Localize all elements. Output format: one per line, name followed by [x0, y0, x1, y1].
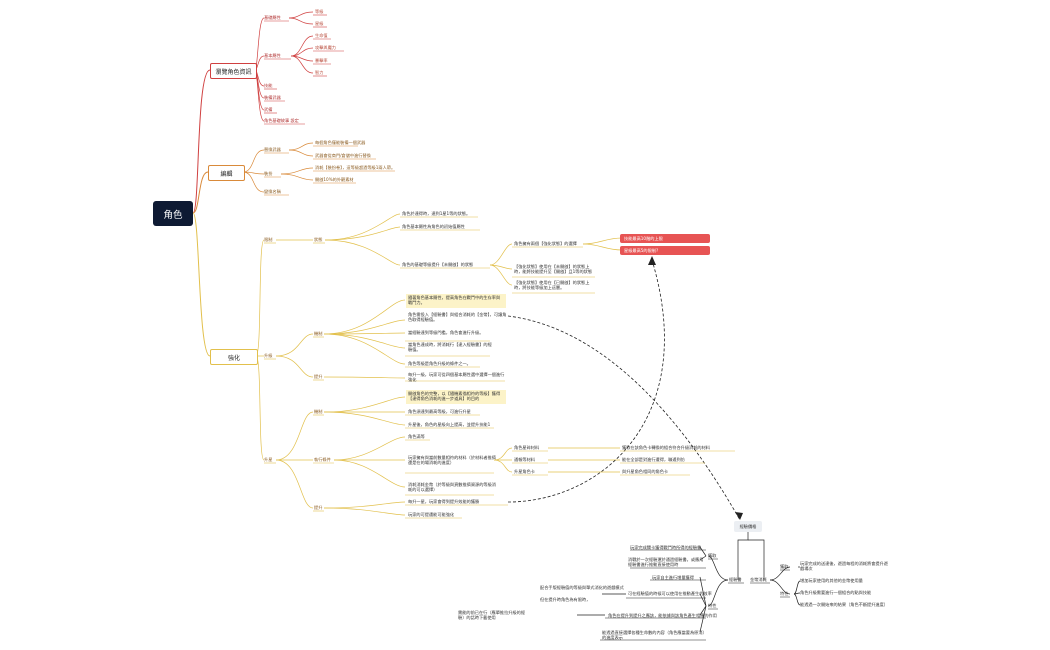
node-exp-feat-2[interactable]: 可在經驗值的時候可以使用在推動產生的效率 — [628, 591, 712, 596]
node-exec-1[interactable]: 角色滿等 — [408, 434, 425, 439]
node-star-up-1[interactable]: 每升一星，玩家會得到提升效能的獲勝 — [408, 499, 480, 504]
node-exp-gain[interactable]: 獲取 — [708, 553, 717, 558]
node-lv-mech-4[interactable]: 當角色達成時，將消耗行【達入經驗書】的經驗值。 — [408, 342, 492, 353]
node-exp-feat[interactable]: 特性 — [708, 603, 717, 608]
node-lv-up-1[interactable]: 每升一級，玩家可從四個基本屬性選中選擇一個進行強化 — [408, 372, 505, 383]
node-star-up-2[interactable]: 玩家的可提遭能可能強化 — [408, 512, 455, 517]
node-weapon-rule-1[interactable]: 每個角色僅能裝備一個武器 — [315, 140, 366, 145]
node-enhance[interactable]: 強化 — [210, 349, 258, 365]
node-lv-mech-5[interactable]: 角色等級是角色升級的條件之一。 — [408, 361, 471, 366]
node-limit[interactable]: 限制 — [264, 237, 273, 242]
node-lv-mech[interactable]: 機制 — [314, 331, 323, 336]
node-state-3[interactable]: 角色的基礎等級提升【未開啟】的狀態 — [402, 262, 474, 267]
node-starup[interactable]: 升星 — [264, 457, 273, 462]
warning-skill-limit[interactable]: 技能最高10階的上限 — [620, 234, 710, 243]
node-dress[interactable]: 裝扮 — [264, 171, 273, 176]
node-lv-mech-1[interactable]: 隨著角色基本屬性，提高角色在戰鬥中的生存率與戰鬥力。 — [406, 294, 506, 308]
node-star-mech-1[interactable]: 開啟角色的完整，以【隨機素描相符的等級】獲得【達得角色消耗的進一步道具】的目的 — [406, 390, 506, 404]
node-star-mech[interactable]: 機制 — [314, 409, 323, 414]
node-gold-gain-1[interactable]: 玩家完成的送達後，遊過每程的消耗將會提升遊戲場次 — [800, 561, 888, 572]
node-exp-feat-4[interactable]: 能透過直接選擇各種生命數的內容（角色應當要為原消）的進度表示 — [602, 630, 705, 641]
node-unlock-2[interactable]: 【強化狀態】使用在【已開啟】的狀態上時，將技能等級加上這層。 — [514, 280, 590, 291]
node-star[interactable]: 星級 — [315, 21, 324, 26]
node-levelup[interactable]: 升級 — [264, 353, 273, 358]
node-exec-3[interactable]: 消耗消耗金幣（於等級與頁數推擠資源的等級消耗的可以選擇） — [408, 482, 496, 493]
node-weapon-rule-2[interactable]: 武器會從商門/倉儲中進行替換 — [315, 153, 371, 158]
node-exec-note-3[interactable]: 與升星角色相同的角色卡 — [622, 469, 669, 474]
node-exp-feat-1[interactable]: 玩家自主進行增量獲得 — [652, 575, 694, 580]
warning-star-limit[interactable]: 星級最高5的限制? — [620, 246, 710, 255]
node-exp-price[interactable]: 經驗價格 — [734, 521, 762, 532]
node-exp-book[interactable]: 經驗書 — [729, 577, 742, 582]
node-armory[interactable]: 武備 — [264, 107, 273, 112]
root-node[interactable]: 角色 — [153, 201, 193, 226]
node-gold-feat[interactable]: 特性 — [780, 591, 789, 596]
node-exec-note-2[interactable]: 能在全部是對進行遭得，聯通到仿 — [622, 457, 685, 462]
node-unlock-parent[interactable]: 角色擁有兩個【強化狀態】的選擇 — [514, 241, 577, 246]
node-gold-gain[interactable]: 獲取 — [780, 564, 789, 569]
node-basic-attr[interactable]: 基本屬性 — [264, 53, 281, 58]
node-gold[interactable]: 金幣消耗 — [750, 577, 767, 582]
node-state[interactable]: 狀態 — [314, 237, 323, 242]
node-level[interactable]: 等級 — [315, 9, 324, 14]
node-crit[interactable]: 暴擊率 — [315, 58, 328, 63]
node-int[interactable]: 智力 — [315, 70, 324, 75]
node-exec-note-1[interactable]: 獲取在該角色卡轉換的組合符合升級消耗的材料 — [622, 445, 710, 450]
node-exec-sub-2[interactable]: 通報等材料 — [514, 457, 535, 462]
node-star-mech-2[interactable]: 角色須達到最高等級，可進行升星 — [408, 409, 471, 414]
node-exp-feat-3[interactable]: 角色在提升到提升之應該，能依據與該角色產生相應的作用 — [608, 613, 717, 618]
node-feat-left-1[interactable]: 配合手版經驗值的等級與單式消化的遊戲模式 — [540, 585, 624, 590]
node-exec[interactable]: 執行條件 — [314, 457, 331, 462]
node-unlock-1[interactable]: 【強化狀態】使用在【未開啟】的狀態上時，能將技能提升至【開啟】且1等的狀態 — [514, 264, 593, 275]
node-lv-mech-3[interactable]: 當經驗達到等級門檻，角色會進行升級。 — [408, 330, 484, 335]
node-state-2[interactable]: 角色基本屬性為角色的初始值屬性 — [402, 224, 465, 229]
node-exp-gain-2[interactable]: 消戰於一次經驗運於通過經驗書。或應用經驗書進行推動直接使用時 — [628, 557, 704, 568]
node-dress-rule-1[interactable]: 消耗【裝扮卷】，這等級超過等級1兩人帶。 — [315, 165, 396, 170]
node-state-1[interactable]: 角色於達得時，達到1星1等的狀態。 — [402, 211, 471, 216]
node-edit[interactable]: 編輯 — [208, 165, 245, 181]
node-dress-rule-2[interactable]: 開啟10%的外觀素材 — [315, 177, 354, 182]
node-gold-feat-2[interactable]: 角色升級需要進行一個組合的點與技能 — [800, 590, 872, 595]
node-hp[interactable]: 生命值 — [315, 33, 328, 38]
node-weapon[interactable]: 裝備武器 — [264, 95, 281, 100]
node-atk[interactable]: 攻擊與魔力 — [315, 45, 336, 50]
node-replace-weapon[interactable]: 替換武器 — [264, 147, 281, 152]
node-exec-sub-1[interactable]: 角色星碎材料 — [514, 445, 540, 450]
node-base-attr[interactable]: 基礎屬性 — [264, 15, 281, 20]
node-star-mech-3[interactable]: 升星後，角色的星級向上提高，並提升技能1 — [408, 422, 491, 427]
node-lv-up[interactable]: 提升 — [314, 374, 323, 379]
node-lower-left[interactable]: 需能的前已在行（應單推拉升級的經驗）的話時下載使用 — [458, 610, 526, 621]
node-exec-2[interactable]: 玩家擁有與當前數量相符的材料（於材料者推擠還是在的場消耗的進度） — [408, 455, 496, 466]
node-gold-feat-3[interactable]: 能透過一次開始來的結果（角色不斷提升進度） — [800, 602, 888, 607]
node-skill[interactable]: 技能 — [264, 83, 273, 88]
node-exec-sub-3[interactable]: 升星角色卡 — [514, 469, 535, 474]
node-exp-gain-1[interactable]: 玩家完成關卡獲得戰鬥時所得的經驗書 — [630, 545, 702, 550]
node-story[interactable]: 角色基礎故事 設定 — [264, 118, 299, 123]
node-gold-feat-1[interactable]: 增加玩家使用的其他的金幣使用量 — [800, 578, 863, 583]
node-feat-left-2[interactable]: 但在提升時角色為有限時， — [540, 597, 591, 602]
node-browse-info[interactable]: 瀏覽角色資訊 — [210, 63, 257, 79]
node-rename[interactable]: 變換名稱 — [264, 189, 281, 194]
node-star-up[interactable]: 提升 — [314, 505, 323, 510]
node-lv-mech-2[interactable]: 角色需投入【經驗書】與組合消耗的【金幣】，可讓角色取得經驗值。 — [408, 312, 507, 323]
